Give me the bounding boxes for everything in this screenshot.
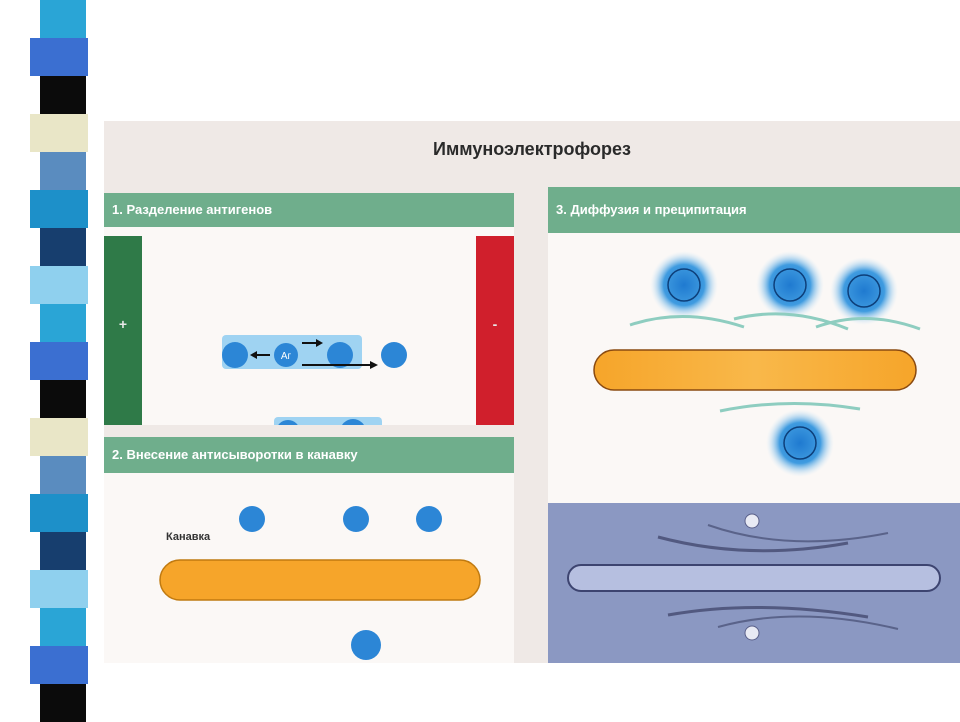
stripe-segment bbox=[30, 38, 88, 76]
stripe-segment bbox=[30, 266, 88, 304]
diffusion-halo-1 bbox=[650, 251, 718, 319]
antigen-well-bottom bbox=[351, 630, 381, 660]
panel-antiserum-addition: 2. Внесение антисыворотки в канавку Кана… bbox=[104, 437, 514, 663]
panel-2-drawing bbox=[159, 506, 481, 660]
antiserum-trough bbox=[159, 559, 481, 601]
stripe-segment bbox=[30, 570, 88, 608]
arrow-right-long-icon bbox=[370, 361, 378, 369]
immunoelectrophoresis-figure: Иммуноэлектрофорез 1. Разделение антиген… bbox=[104, 121, 960, 663]
antigen-well-upper bbox=[274, 343, 298, 367]
gel-photo-drawing bbox=[548, 503, 960, 663]
stripe-segment bbox=[40, 684, 86, 722]
antigen-spot-middle bbox=[327, 342, 353, 368]
diffusion-halo-2 bbox=[756, 251, 824, 319]
anode-electrode: + bbox=[104, 236, 142, 425]
canal-label: Канавка bbox=[166, 531, 211, 543]
photo-trough bbox=[567, 564, 941, 592]
antigen-spot-1 bbox=[239, 506, 265, 532]
panel-antigen-separation: 1. Разделение антигенов + - Аг Аг bbox=[104, 193, 514, 425]
well-ring-2 bbox=[773, 268, 807, 302]
stripe-segment bbox=[30, 418, 88, 456]
precipitation-trough bbox=[593, 349, 917, 391]
antigen-spot-2 bbox=[343, 506, 369, 532]
stripe-segment bbox=[40, 380, 86, 418]
well-ring-3 bbox=[847, 274, 881, 308]
decorative-stripes bbox=[0, 0, 110, 722]
stripe-segment bbox=[40, 76, 86, 114]
photo-arc-lower-1 bbox=[667, 605, 869, 619]
stripe-segment bbox=[40, 0, 86, 38]
panel-1-drawing: Аг Аг bbox=[222, 335, 407, 425]
stripe-segment bbox=[40, 304, 86, 342]
diffusion-halo-3 bbox=[830, 257, 898, 325]
figure-title: Иммуноэлектрофорез bbox=[433, 139, 631, 159]
stripe-segment bbox=[30, 494, 88, 532]
antigen-spot-3 bbox=[416, 506, 442, 532]
panel-1-heading: 1. Разделение антигенов bbox=[104, 193, 514, 227]
stripe-segment bbox=[40, 228, 86, 266]
diffusion-halo-lower bbox=[766, 409, 834, 477]
antigen-label-upper: Аг bbox=[281, 351, 292, 362]
stripe-segment bbox=[40, 608, 86, 646]
antigen-well-lower bbox=[278, 420, 298, 425]
cathode-electrode: - bbox=[476, 236, 514, 425]
photo-arc-upper-2 bbox=[707, 524, 889, 543]
precipitation-arc-lower bbox=[719, 402, 861, 413]
stripe-segment bbox=[30, 114, 88, 152]
arrow-left-icon bbox=[250, 351, 257, 359]
antigen-spot-right bbox=[381, 342, 407, 368]
photo-well-bottom bbox=[744, 625, 760, 641]
antigen-spot-left bbox=[222, 342, 248, 368]
precipitation-arc-2 bbox=[733, 312, 849, 331]
well-ring-1 bbox=[667, 268, 701, 302]
precipitation-arc-3 bbox=[815, 316, 921, 331]
panel-3-heading: 3. Диффузия и преципитация bbox=[548, 187, 960, 233]
photo-arc-lower-2 bbox=[717, 615, 899, 630]
plus-sign: + bbox=[118, 316, 128, 332]
stripe-segment bbox=[40, 532, 86, 570]
stripe-segment bbox=[30, 342, 88, 380]
panel-2-heading: 2. Внесение антисыворотки в канавку bbox=[104, 437, 514, 473]
stripe-segment bbox=[40, 456, 86, 494]
panel-3-drawing bbox=[593, 251, 921, 477]
panel-diffusion-precipitation: 3. Диффузия и преципитация bbox=[548, 187, 960, 663]
antigen-spot-lower bbox=[342, 419, 364, 425]
well-ring-lower bbox=[783, 426, 817, 460]
stripe-segment bbox=[30, 190, 88, 228]
stripe-segment bbox=[40, 152, 86, 190]
arrow-right-short-icon bbox=[316, 339, 323, 347]
minus-sign: - bbox=[492, 316, 498, 332]
photo-well-top bbox=[744, 513, 760, 529]
stripe-segment bbox=[30, 646, 88, 684]
photo-arc-upper-1 bbox=[657, 535, 849, 553]
gel-photo bbox=[548, 503, 960, 663]
precipitation-arc-1 bbox=[629, 314, 745, 329]
